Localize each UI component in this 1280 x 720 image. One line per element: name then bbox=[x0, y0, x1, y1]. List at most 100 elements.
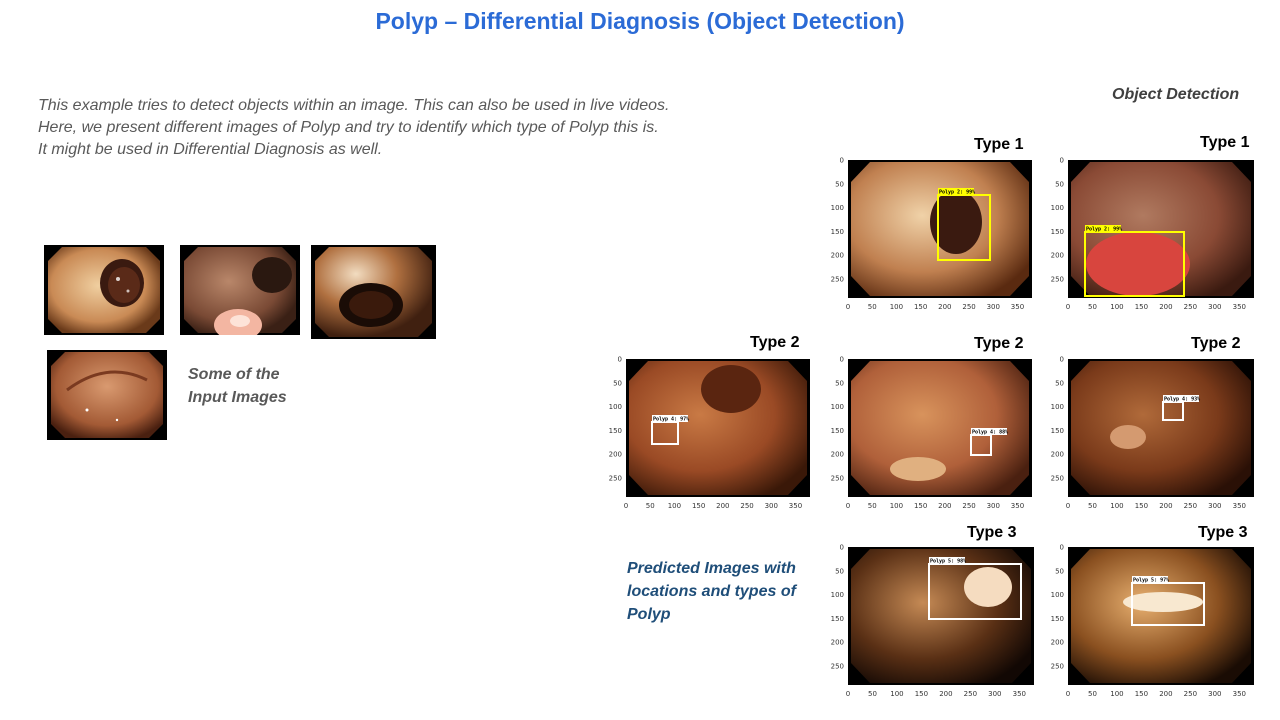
polyp-region bbox=[964, 567, 1012, 607]
x-tick-label: 350 bbox=[1011, 502, 1024, 510]
x-tick-label: 150 bbox=[1135, 690, 1148, 698]
y-tick-label: 0 bbox=[1060, 356, 1064, 364]
x-tick-label: 100 bbox=[668, 502, 681, 510]
x-tick-label: 200 bbox=[716, 502, 729, 510]
type-label: Type 2 bbox=[750, 334, 800, 351]
x-tick-label: 50 bbox=[1088, 303, 1097, 311]
plot-image: Polyp 2: 99% bbox=[1068, 160, 1254, 298]
y-tick-label: 250 bbox=[1051, 275, 1064, 283]
y-tick-label: 150 bbox=[1051, 427, 1064, 435]
detection-label: Polyp 4: 88% bbox=[972, 430, 1008, 436]
x-tick-label: 150 bbox=[914, 303, 927, 311]
y-tick-label: 150 bbox=[609, 427, 622, 435]
x-tick-label: 250 bbox=[964, 690, 977, 698]
plot-image: Polyp 4: 97% bbox=[626, 359, 810, 497]
x-tick-label: 100 bbox=[1110, 502, 1123, 510]
caption-line: Polyp bbox=[627, 606, 671, 623]
detection-label: Polyp 5: 98% bbox=[930, 559, 966, 565]
x-tick-label: 100 bbox=[1110, 690, 1123, 698]
detection-label-bg bbox=[652, 415, 688, 422]
y-tick-label: 250 bbox=[831, 275, 844, 283]
y-tick-label: 250 bbox=[609, 474, 622, 482]
detection-label: Polyp 4: 93% bbox=[1164, 397, 1200, 403]
y-tick-label: 100 bbox=[1051, 591, 1064, 599]
detection-label-bg bbox=[929, 557, 965, 564]
x-tick-label: 0 bbox=[1066, 502, 1070, 510]
x-tick-label: 300 bbox=[1208, 502, 1221, 510]
x-tick-label: 150 bbox=[914, 502, 927, 510]
x-tick-label: 50 bbox=[1088, 690, 1097, 698]
y-tick-label: 150 bbox=[1051, 615, 1064, 623]
x-tick-label: 350 bbox=[1233, 303, 1246, 311]
x-tick-label: 150 bbox=[1135, 303, 1148, 311]
x-tick-label: 200 bbox=[1159, 502, 1172, 510]
input-images-caption: Some of the Input Images bbox=[188, 363, 287, 409]
endoscopy-image bbox=[629, 361, 807, 495]
y-tick-label: 100 bbox=[831, 591, 844, 599]
detection-label-bg bbox=[1085, 225, 1121, 232]
y-tick-label: 50 bbox=[835, 379, 844, 387]
predicted-images-caption: Predicted Images with locations and type… bbox=[627, 557, 796, 626]
y-tick-label: 100 bbox=[831, 204, 844, 212]
y-tick-label: 50 bbox=[1055, 379, 1064, 387]
y-tick-label: 250 bbox=[1051, 662, 1064, 670]
type-label: Type 2 bbox=[1191, 335, 1241, 352]
detection-label-bg bbox=[1132, 576, 1168, 583]
intro-text: This example tries to detect objects wit… bbox=[38, 95, 758, 161]
x-tick-label: 350 bbox=[1233, 690, 1246, 698]
type-label: Type 1 bbox=[1200, 134, 1250, 151]
x-tick-label: 300 bbox=[987, 303, 1000, 311]
y-tick-label: 50 bbox=[1055, 567, 1064, 575]
endoscopy-image bbox=[1071, 549, 1251, 683]
input-image-4 bbox=[47, 350, 167, 440]
detection-label: Polyp 2: 99% bbox=[1086, 227, 1122, 233]
x-tick-label: 150 bbox=[915, 690, 928, 698]
x-tick-label: 150 bbox=[692, 502, 705, 510]
y-tick-label: 200 bbox=[831, 451, 844, 459]
y-tick-label: 0 bbox=[1060, 544, 1064, 552]
x-tick-label: 200 bbox=[1159, 690, 1172, 698]
detection-label: Polyp 4: 97% bbox=[653, 417, 689, 423]
endoscopy-image bbox=[1071, 361, 1251, 495]
y-tick-label: 250 bbox=[1051, 474, 1064, 482]
input-image-1 bbox=[44, 245, 164, 335]
x-tick-label: 0 bbox=[624, 502, 628, 510]
y-tick-label: 200 bbox=[831, 639, 844, 647]
y-tick-label: 200 bbox=[1051, 451, 1064, 459]
y-tick-label: 0 bbox=[618, 356, 622, 364]
detection-box bbox=[1084, 231, 1185, 297]
x-tick-label: 0 bbox=[846, 303, 850, 311]
input-image-3 bbox=[311, 245, 436, 339]
plot-image: Polyp 2: 99% bbox=[848, 160, 1032, 298]
x-tick-label: 300 bbox=[1208, 303, 1221, 311]
y-tick-label: 200 bbox=[1051, 639, 1064, 647]
type-label: Type 3 bbox=[967, 524, 1017, 541]
y-tick-label: 50 bbox=[613, 379, 622, 387]
x-tick-label: 100 bbox=[890, 502, 903, 510]
x-tick-label: 350 bbox=[1233, 502, 1246, 510]
y-tick-label: 150 bbox=[831, 228, 844, 236]
x-tick-label: 50 bbox=[868, 303, 877, 311]
endoscopy-image bbox=[851, 361, 1029, 495]
polyp-region bbox=[1086, 232, 1190, 296]
x-tick-label: 300 bbox=[1208, 690, 1221, 698]
detection-box bbox=[928, 563, 1022, 620]
y-tick-label: 100 bbox=[609, 403, 622, 411]
y-tick-label: 0 bbox=[840, 544, 844, 552]
y-tick-label: 0 bbox=[840, 356, 844, 364]
y-tick-label: 100 bbox=[1051, 204, 1064, 212]
x-tick-label: 0 bbox=[1066, 303, 1070, 311]
y-tick-label: 200 bbox=[831, 252, 844, 260]
type-label: Type 2 bbox=[974, 335, 1024, 352]
detection-label: Polyp 5: 97% bbox=[1133, 578, 1169, 584]
x-tick-label: 250 bbox=[1184, 303, 1197, 311]
